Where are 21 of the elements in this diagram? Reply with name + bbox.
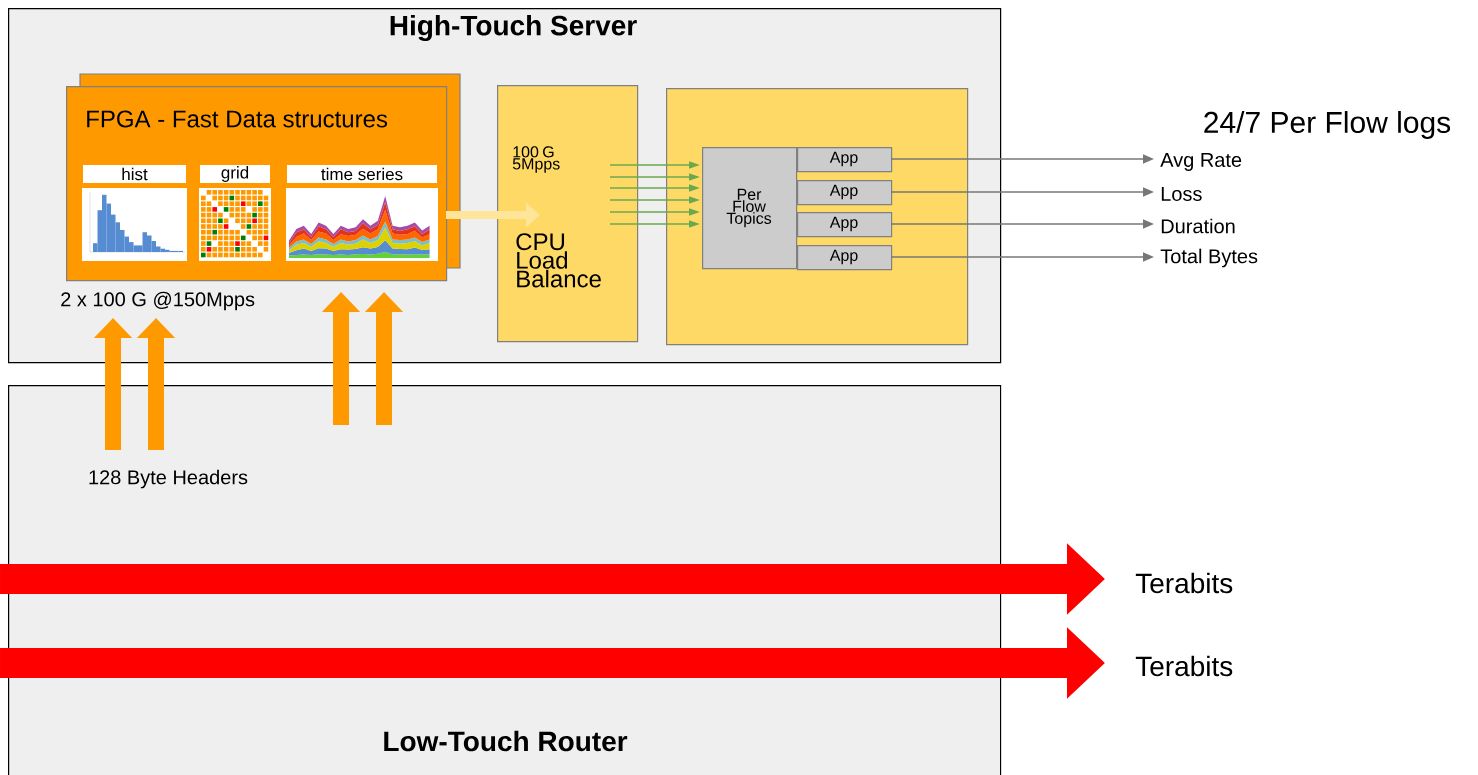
output-label: Total Bytes (1160, 248, 1258, 268)
app-box: App (797, 147, 893, 173)
logs-heading: 24/7 Per Flow logs (1204, 111, 1451, 139)
app-box: App (797, 245, 893, 271)
app-box: App (797, 180, 893, 206)
rate-label: 2 x 100 G @150Mpps (61, 291, 255, 311)
time-series-panel: time series (286, 165, 438, 261)
output-label: Terabits (1135, 655, 1233, 677)
grid-panel: grid (199, 165, 271, 261)
topics-box: Per Flow Topics (702, 147, 798, 270)
load-balancer-box: 100 G 5Mpps CPU Load Balance (497, 85, 639, 343)
node-label: time series (321, 167, 403, 181)
header-size-label: 128 Byte Headers (89, 469, 248, 489)
output-label: Terabits (1135, 572, 1233, 594)
node-label: hist (122, 167, 148, 181)
node-label: grid (221, 166, 249, 182)
app-box: App (797, 212, 893, 238)
output-label: Avg Rate (1160, 153, 1242, 171)
histogram-panel: hist (82, 165, 187, 261)
output-label: Duration (1161, 218, 1235, 234)
output-label: Loss (1161, 187, 1202, 201)
